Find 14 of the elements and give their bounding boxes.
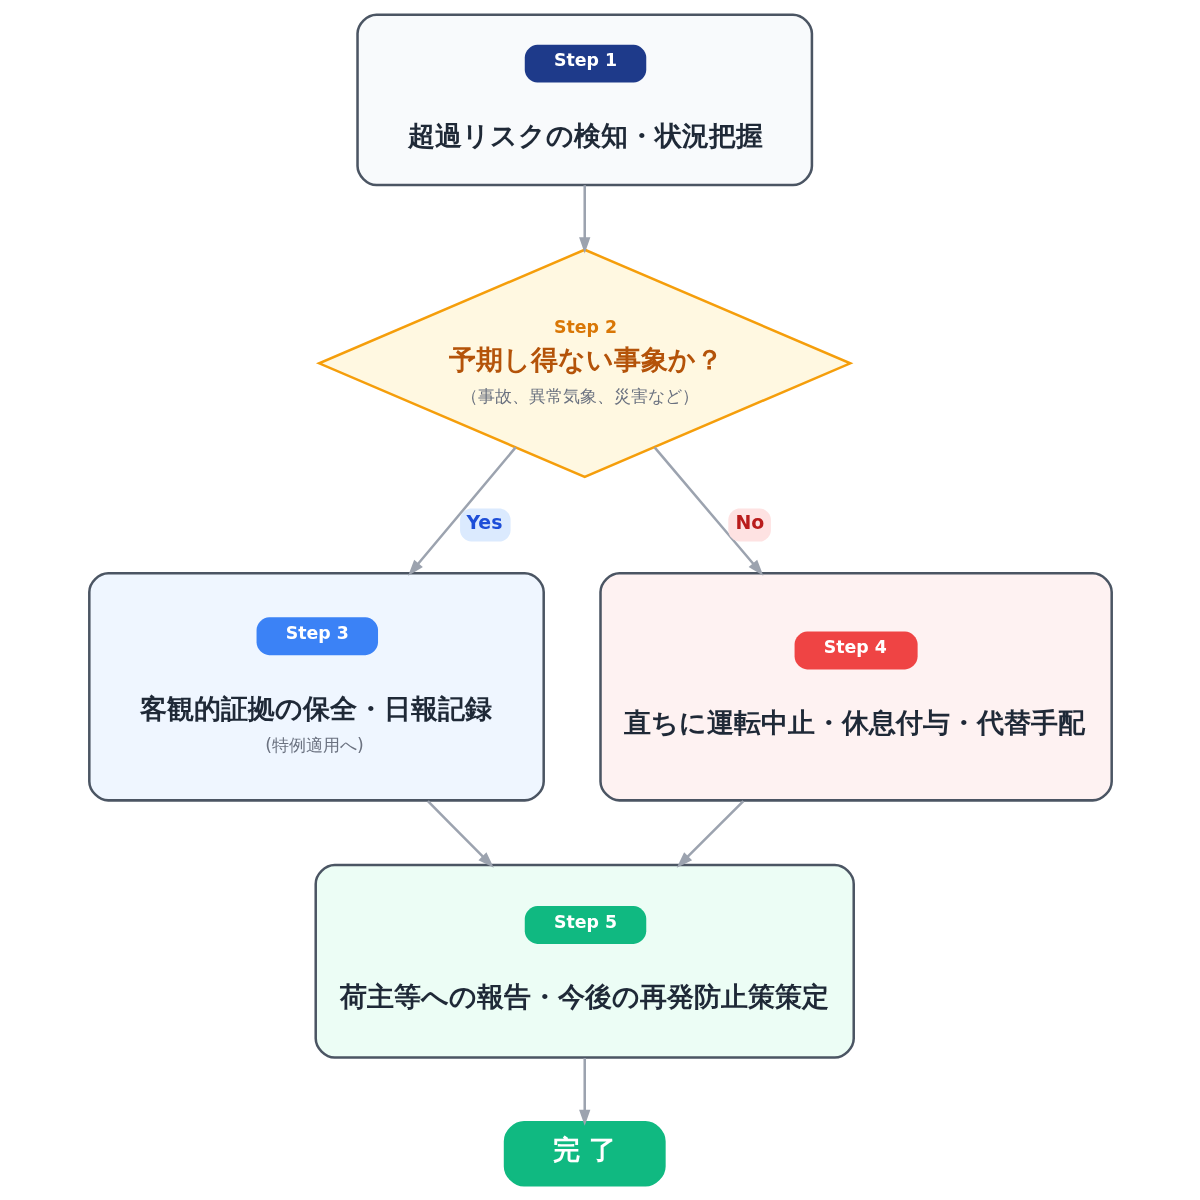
- arrow: [407, 446, 517, 576]
- arrow: [676, 800, 744, 868]
- edge-label: Yes: [465, 511, 502, 534]
- arrow: [426, 800, 494, 868]
- node-box: Step 1 超過リスクの検知・状況把握: [355, 13, 813, 187]
- node-box: Step 4 直ちに運転中止・休息付与・代替手配: [598, 571, 1113, 802]
- node-diamond: Step 2 予期し得ない事象か？ （事故、異常気象、災害など）: [315, 248, 853, 479]
- arrow: [653, 446, 763, 576]
- edge-label: No: [734, 511, 764, 534]
- node-box: Step 3 客観的証拠の保全・日報記録 (特例適用へ): [87, 571, 545, 802]
- arrow: [578, 1058, 590, 1126]
- node-box: 完 了: [503, 1120, 666, 1187]
- arrow: [578, 185, 590, 254]
- node-box: Step 5 荷主等への報告・今後の再発防止策策定: [313, 863, 855, 1059]
